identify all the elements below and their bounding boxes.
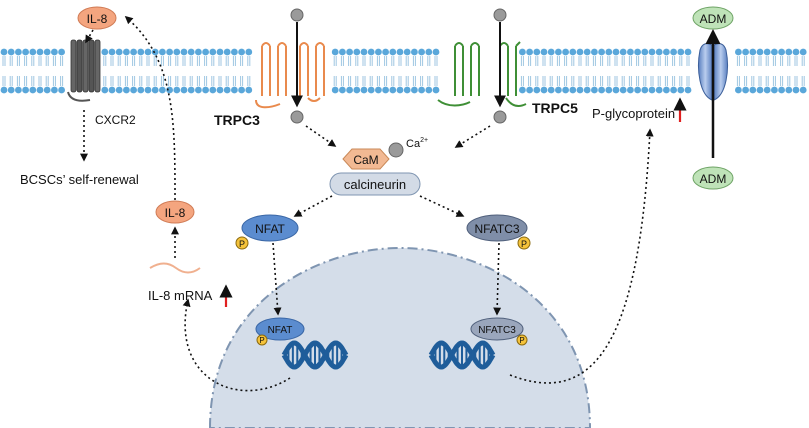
calcium-ion-trpc5-in: [493, 110, 507, 124]
calcium-ion-trpc3-in: [290, 110, 304, 124]
calmodulin-hexagon: [342, 148, 390, 170]
p-glycoprotein-pump: [698, 43, 728, 101]
adm-intracellular: [692, 166, 734, 190]
nfat-nuc-label: NFAT: [268, 325, 293, 336]
arrow-il8-to-cxcr2: [85, 29, 94, 44]
phospho-nfatc3-nuc-label: P: [519, 336, 524, 345]
il8-extracellular: [77, 6, 117, 30]
nfat-nuclear: [255, 317, 305, 341]
calcineurin-box: [329, 172, 421, 196]
phospho-nfatc3-label: P: [521, 239, 527, 249]
il8-top-label: IL-8: [87, 12, 108, 26]
il8-mrna-label: IL-8 mRNA: [148, 288, 213, 303]
cxcr2-receptor: [67, 39, 101, 102]
dna-helix-abcb1: [428, 340, 496, 370]
arrow-il8-secretion: [124, 15, 176, 201]
cam-label: CaM: [353, 153, 378, 167]
nfatc3-label: NFATC3: [474, 222, 519, 236]
calcium-label: Ca2+: [406, 137, 428, 150]
dna-helix-il8: [281, 340, 349, 370]
arrow-trpc3-to-cam: [305, 125, 337, 147]
arrow-calcineurin-to-nfatc3: [419, 195, 465, 217]
phospho-nfat-nuclear: [256, 334, 268, 346]
nfatc3-cytoplasm: [466, 214, 528, 242]
nfatc3-nuclear: [470, 317, 524, 341]
arrow-nfatc3-to-nucleus: [493, 242, 502, 316]
bcsc-label: BCSCs’ self-renewal: [20, 172, 139, 187]
phospho-nfatc3-nuclear: [516, 334, 528, 346]
phospho-nfat: [235, 236, 249, 250]
trpc5-label: TRPC5: [532, 100, 578, 116]
arrow-dna-to-pgp: [509, 128, 654, 384]
calcium-ion-bound: [388, 142, 404, 158]
adm-bottom-label: ADM: [700, 172, 727, 186]
adm-extracellular: [692, 6, 734, 30]
nucleus: [208, 246, 592, 428]
arrow-calcineurin-to-nfat: [293, 195, 333, 217]
mrna-strand: [149, 262, 201, 274]
calcium-ion-trpc5-out: [493, 8, 507, 22]
phospho-nfat-nuc-label: P: [259, 336, 264, 345]
nfat-label: NFAT: [255, 222, 285, 236]
nfat-cytoplasm: [241, 214, 299, 242]
arrow-dna-to-mrna: [182, 298, 291, 392]
phospho-nfatc3: [517, 236, 531, 250]
nfatc3-nuc-label: NFATC3: [478, 325, 516, 336]
cxcr2-label: CXCR2: [95, 113, 136, 127]
arrow-nfat-to-nucleus: [272, 242, 282, 316]
phospho-nfat-label: P: [239, 239, 245, 249]
arrow-trpc5-to-ca: [454, 125, 491, 148]
trpc3-channel: [255, 42, 325, 109]
il8-cytoplasm: [155, 200, 195, 224]
pgp-label: P-glycoprotein: [592, 106, 675, 121]
calcineurin-label: calcineurin: [344, 177, 406, 192]
trpc3-label: TRPC3: [214, 112, 260, 128]
calcium-ion-trpc3-out: [290, 8, 304, 22]
cell-membrane: [0, 48, 807, 94]
il8-mid-label: IL-8: [165, 206, 186, 220]
adm-top-label: ADM: [700, 12, 727, 26]
trpc5-channel: [437, 41, 527, 107]
